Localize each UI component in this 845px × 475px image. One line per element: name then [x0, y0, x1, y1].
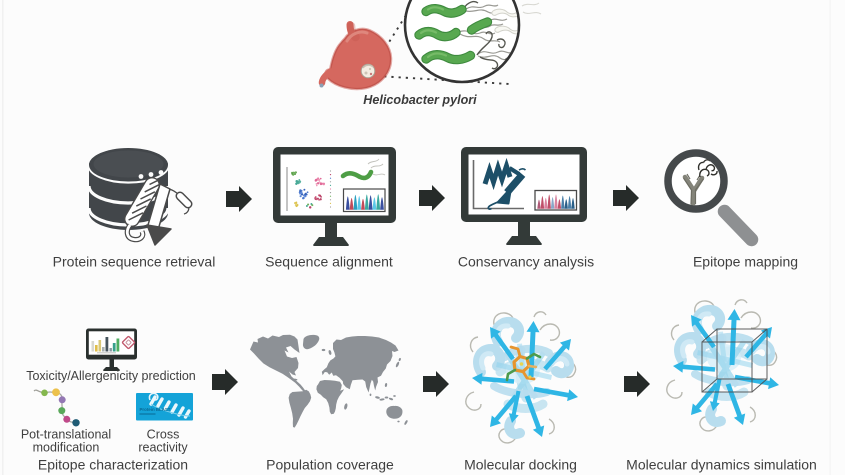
svg-text:modification: modification: [33, 441, 100, 455]
svg-text:Protein BLAST: Protein BLAST: [140, 407, 171, 412]
svg-text:Sequence alignment: Sequence alignment: [265, 254, 393, 270]
svg-text:Cross: Cross: [147, 428, 180, 442]
svg-text:reactivity: reactivity: [138, 441, 188, 455]
svg-text:Molecular docking: Molecular docking: [464, 457, 577, 473]
svg-text:Population coverage: Population coverage: [266, 457, 394, 473]
svg-text:Pot-translational: Pot-translational: [21, 428, 111, 442]
svg-text:Toxicity/Allergenicity predict: Toxicity/Allergenicity prediction: [26, 369, 196, 383]
svg-text:Helicobacter pylori: Helicobacter pylori: [363, 93, 477, 107]
svg-text:Epitope characterization: Epitope characterization: [38, 457, 188, 473]
svg-text:Molecular dynamics simulation: Molecular dynamics simulation: [626, 457, 817, 473]
svg-text:Protein sequence retrieval: Protein sequence retrieval: [53, 254, 216, 270]
svg-text:Conservancy analysis: Conservancy analysis: [458, 254, 594, 270]
svg-text:Epitope mapping: Epitope mapping: [693, 254, 798, 270]
